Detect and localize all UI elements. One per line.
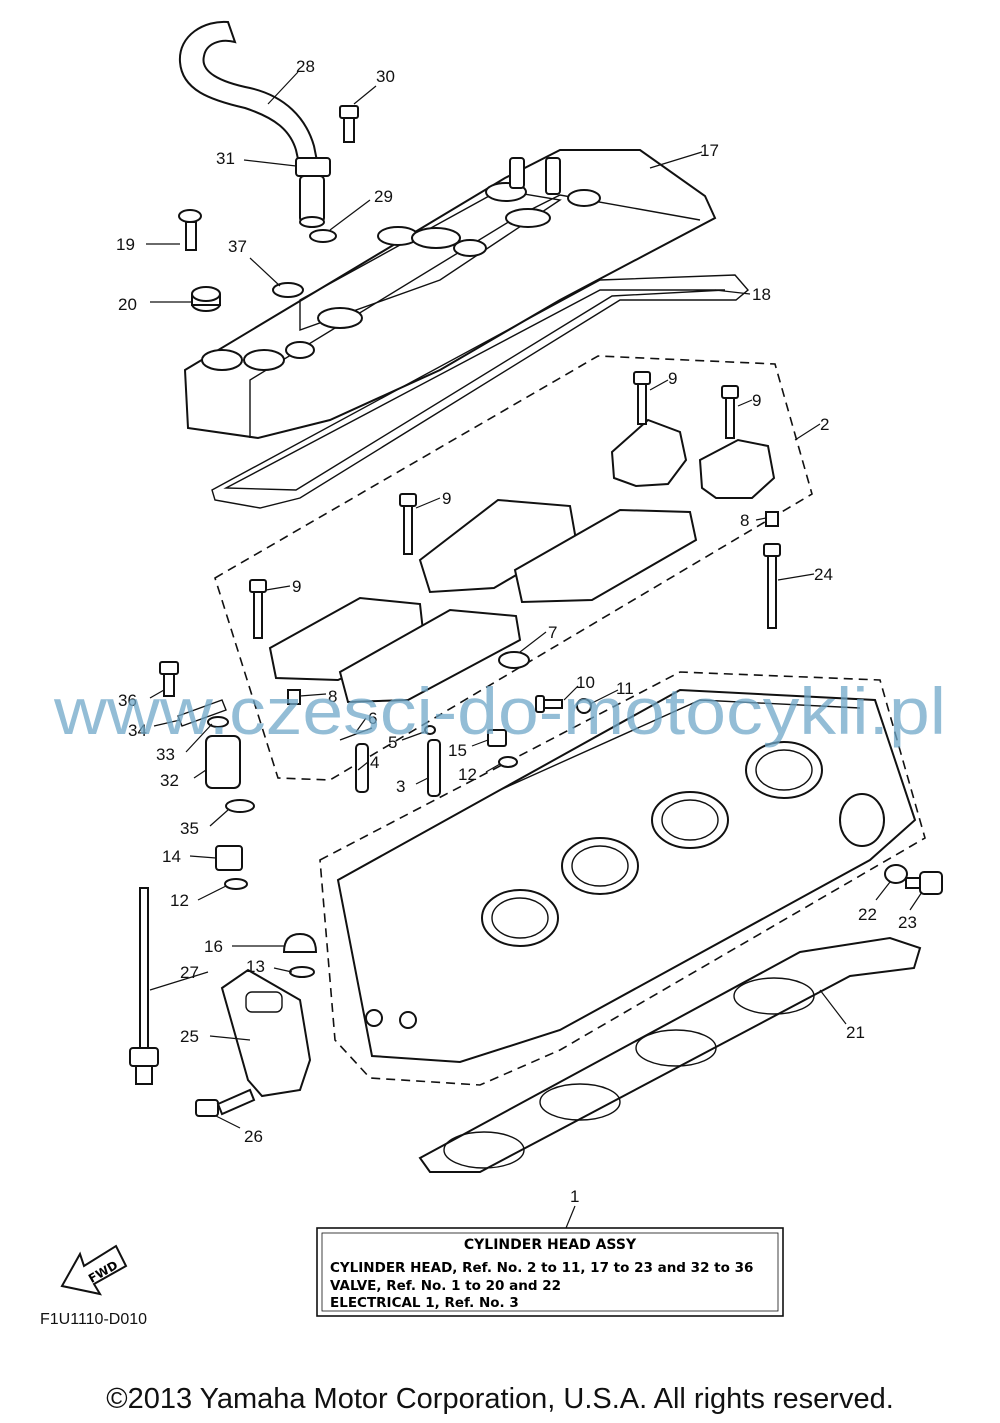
callout: 9: [752, 391, 761, 410]
callout: 9: [442, 489, 451, 508]
callout: 25: [180, 1027, 199, 1046]
leader-lines: [146, 71, 923, 1229]
camshaft-cap-outline: [214, 355, 813, 781]
callout: 17: [700, 141, 719, 160]
plug-7: [498, 651, 530, 669]
callout: 8: [740, 511, 749, 530]
nut-14: [215, 845, 243, 871]
head-gasket: [418, 936, 922, 1173]
bolt-23: [905, 871, 943, 895]
assembly-line: ELECTRICAL 1, Ref. No. 3: [330, 1295, 519, 1311]
callout: 35: [180, 819, 199, 838]
copyright: ©2013 Yamaha Motor Corporation, U.S.A. A…: [106, 1383, 894, 1415]
callout: 9: [292, 577, 301, 596]
o-ring-5: [424, 725, 436, 735]
callout: 10: [576, 673, 595, 692]
fwd-arrow-icon: FWD: [60, 1244, 128, 1296]
bolt-19: [178, 209, 202, 251]
callout: 15: [448, 741, 467, 760]
sensor-3: [427, 739, 441, 797]
callout: 30: [376, 67, 395, 86]
callout: 5: [388, 733, 397, 752]
callout: 4: [370, 753, 379, 772]
callout: 18: [752, 285, 771, 304]
gasket-34: [177, 699, 227, 727]
callout: 24: [814, 565, 833, 584]
washer-12: [498, 756, 518, 768]
callout: 21: [846, 1023, 865, 1042]
callout: 27: [180, 963, 199, 982]
camshaft-caps: [268, 418, 776, 704]
guide-4: [355, 743, 369, 793]
watermark: www.czesci-do-motocykli.pl: [53, 674, 946, 748]
assembly-line: CYLINDER HEAD, Ref. No. 2 to 11, 17 to 2…: [330, 1260, 753, 1276]
callout: 8: [328, 687, 337, 706]
washer-22: [884, 864, 908, 884]
bolt-24: [763, 543, 781, 629]
assembly-title: CYLINDER HEAD ASSY: [464, 1237, 637, 1253]
breather-hose: [178, 20, 331, 228]
callout: 37: [228, 237, 247, 256]
bolt-30: [339, 105, 359, 143]
callout: 34: [128, 721, 147, 740]
callout: 1: [570, 1187, 579, 1206]
callout: 26: [244, 1127, 263, 1146]
callout: 36: [118, 691, 137, 710]
callout: 31: [216, 149, 235, 168]
callout: 33: [156, 745, 175, 764]
cylinder-head: [336, 688, 917, 1064]
callout: 29: [374, 187, 393, 206]
cover-gasket: [211, 274, 749, 509]
callout: 19: [116, 235, 135, 254]
grommet-20: [191, 286, 221, 312]
callout: 12: [170, 891, 189, 910]
cable-tie-27: [129, 887, 159, 1085]
callout: 2: [820, 415, 829, 434]
callout: 28: [296, 57, 315, 76]
bolt-9: [249, 371, 739, 639]
washer-13: [289, 966, 315, 978]
bolt-36: [159, 661, 179, 697]
washer-12b: [224, 878, 248, 890]
callout: 23: [898, 913, 917, 932]
housing-32: [205, 735, 241, 789]
nut-15: [487, 729, 507, 747]
callout: 9: [668, 369, 677, 388]
callout: 7: [548, 623, 557, 642]
diagram-code: F1U1110-D010: [40, 1311, 147, 1328]
o-ring-33: [207, 716, 229, 728]
callout: 12: [458, 765, 477, 784]
bracket-25: [220, 968, 312, 1098]
assembly-line: VALVE, Ref. No. 1 to 20 and 22: [330, 1278, 561, 1294]
dowel-8: [765, 511, 779, 527]
callout: 20: [118, 295, 137, 314]
o-ring-35: [225, 799, 255, 813]
plug-37: [272, 282, 304, 298]
callout: 11: [616, 679, 634, 698]
callout-labels: 28 30 31 29 17 19 37 20 18 9 9 2 9 8 9 2…: [116, 57, 917, 1206]
callout: 6: [368, 709, 377, 728]
callout: 14: [162, 847, 181, 866]
o-ring-29: [309, 229, 337, 243]
callout: 13: [246, 957, 265, 976]
cap-nut-16: [282, 932, 318, 953]
bolt-26: [195, 1088, 256, 1117]
callout: 22: [858, 905, 877, 924]
cylinder-head-outline: [319, 671, 926, 1086]
assembly-box: CYLINDER HEAD ASSY CYLINDER HEAD, Ref. N…: [316, 1227, 784, 1317]
bolt-10: [535, 695, 592, 714]
callout: 16: [204, 937, 223, 956]
pin-6: [339, 727, 373, 741]
callout: 3: [396, 777, 405, 796]
head-cover: [183, 149, 717, 440]
callout: 32: [160, 771, 179, 790]
